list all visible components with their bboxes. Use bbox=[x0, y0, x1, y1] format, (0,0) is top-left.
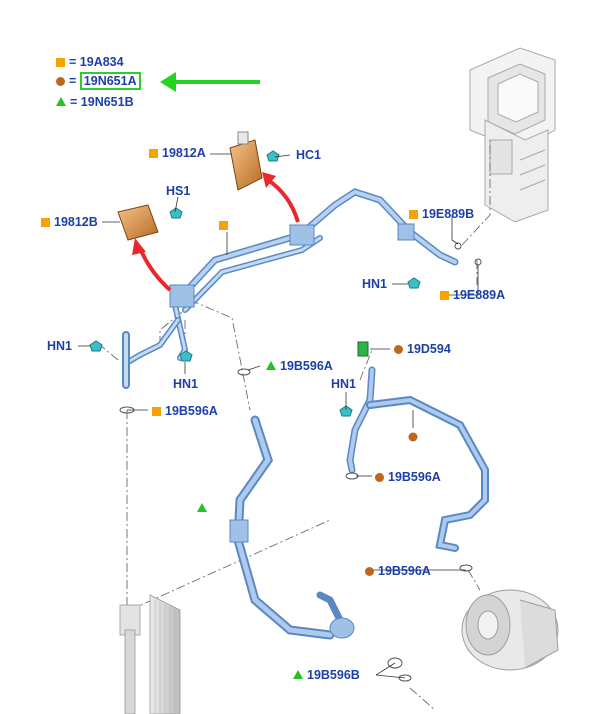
label-text: HS1 bbox=[166, 184, 191, 198]
label-HN1-right: HN1 bbox=[362, 277, 387, 291]
sensor-19D594 bbox=[357, 341, 369, 357]
label-text: 19812A bbox=[162, 146, 206, 160]
discharge-hose bbox=[346, 366, 489, 552]
leader-lines bbox=[78, 153, 479, 679]
label-text: 19B596A bbox=[378, 564, 431, 578]
label-text: 19E889B bbox=[422, 207, 475, 221]
label-HS1: HS1 bbox=[166, 184, 190, 198]
triangle-marker bbox=[197, 503, 207, 512]
label-text: 19812B bbox=[54, 215, 98, 229]
label-HN1-left: HN1 bbox=[47, 339, 72, 353]
label-HN1-mid: HN1 bbox=[173, 377, 198, 391]
legend-square-code: 19A834 bbox=[79, 55, 124, 69]
label-text: HN1 bbox=[331, 377, 357, 391]
label-text: HN1 bbox=[362, 277, 388, 291]
square-marker bbox=[56, 58, 65, 67]
condenser bbox=[119, 594, 181, 714]
equals-sign: = bbox=[69, 55, 77, 69]
circle-marker bbox=[408, 432, 418, 442]
triangle-marker bbox=[266, 361, 276, 370]
circle-marker bbox=[394, 345, 403, 354]
legend-square: = 19A834 bbox=[56, 55, 124, 69]
red-arrow-icons bbox=[132, 172, 300, 292]
label-19B596A-mid: 19B596A bbox=[375, 470, 441, 484]
label-19E889A: 19E889A bbox=[440, 288, 505, 302]
label-text: 19B596A bbox=[280, 359, 333, 373]
label-19D594: 19D594 bbox=[394, 342, 451, 356]
label-text: HN1 bbox=[173, 377, 199, 391]
compressor bbox=[461, 589, 559, 671]
circle-marker bbox=[375, 473, 384, 482]
triangle-marker bbox=[56, 97, 66, 106]
label-HC1: HC1 bbox=[296, 148, 321, 162]
label-text: 19E889A bbox=[453, 288, 506, 302]
evaporator-unit bbox=[469, 47, 556, 223]
upper-pipes bbox=[122, 188, 459, 389]
square-marker bbox=[409, 210, 418, 219]
circle-marker bbox=[365, 567, 374, 576]
label-19B596B: 19B596B bbox=[293, 668, 360, 682]
label-HN1-lower: HN1 bbox=[331, 377, 356, 391]
label-text: 19B596A bbox=[165, 404, 218, 418]
label-19E889B: 19E889B bbox=[409, 207, 474, 221]
label-19812A: 19812A bbox=[149, 146, 206, 160]
label-19812B: 19812B bbox=[41, 215, 98, 229]
label-19B596A-left: 19B596A bbox=[152, 404, 218, 418]
triangle-marker bbox=[293, 670, 303, 679]
label-text: 19B596B bbox=[307, 668, 360, 682]
block-19812A bbox=[229, 131, 263, 191]
green-arrow-icon bbox=[160, 72, 260, 92]
suction-hose bbox=[229, 415, 355, 640]
legend-circle: = 19N651A bbox=[56, 72, 141, 90]
circle-marker bbox=[56, 77, 65, 86]
equals-sign: = bbox=[70, 95, 78, 109]
label-text: HN1 bbox=[47, 339, 73, 353]
equals-sign: = bbox=[69, 74, 77, 88]
label-19B596A-low: 19B596A bbox=[365, 564, 431, 578]
label-text: 19B596A bbox=[388, 470, 441, 484]
square-marker bbox=[440, 291, 449, 300]
label-19B596A-upper: 19B596A bbox=[266, 359, 333, 373]
label-text: 19D594 bbox=[407, 342, 451, 356]
legend-circle-code-highlighted: 19N651A bbox=[79, 72, 141, 90]
legend-triangle-code: 19N651B bbox=[80, 95, 134, 109]
block-19812B bbox=[117, 204, 159, 241]
square-marker bbox=[149, 149, 158, 158]
clip-icons bbox=[89, 150, 421, 417]
square-marker bbox=[219, 221, 228, 230]
legend-triangle: = 19N651B bbox=[56, 95, 134, 109]
label-text: HC1 bbox=[296, 148, 322, 162]
square-marker bbox=[152, 407, 161, 416]
o-rings bbox=[119, 242, 482, 682]
square-marker bbox=[41, 218, 50, 227]
